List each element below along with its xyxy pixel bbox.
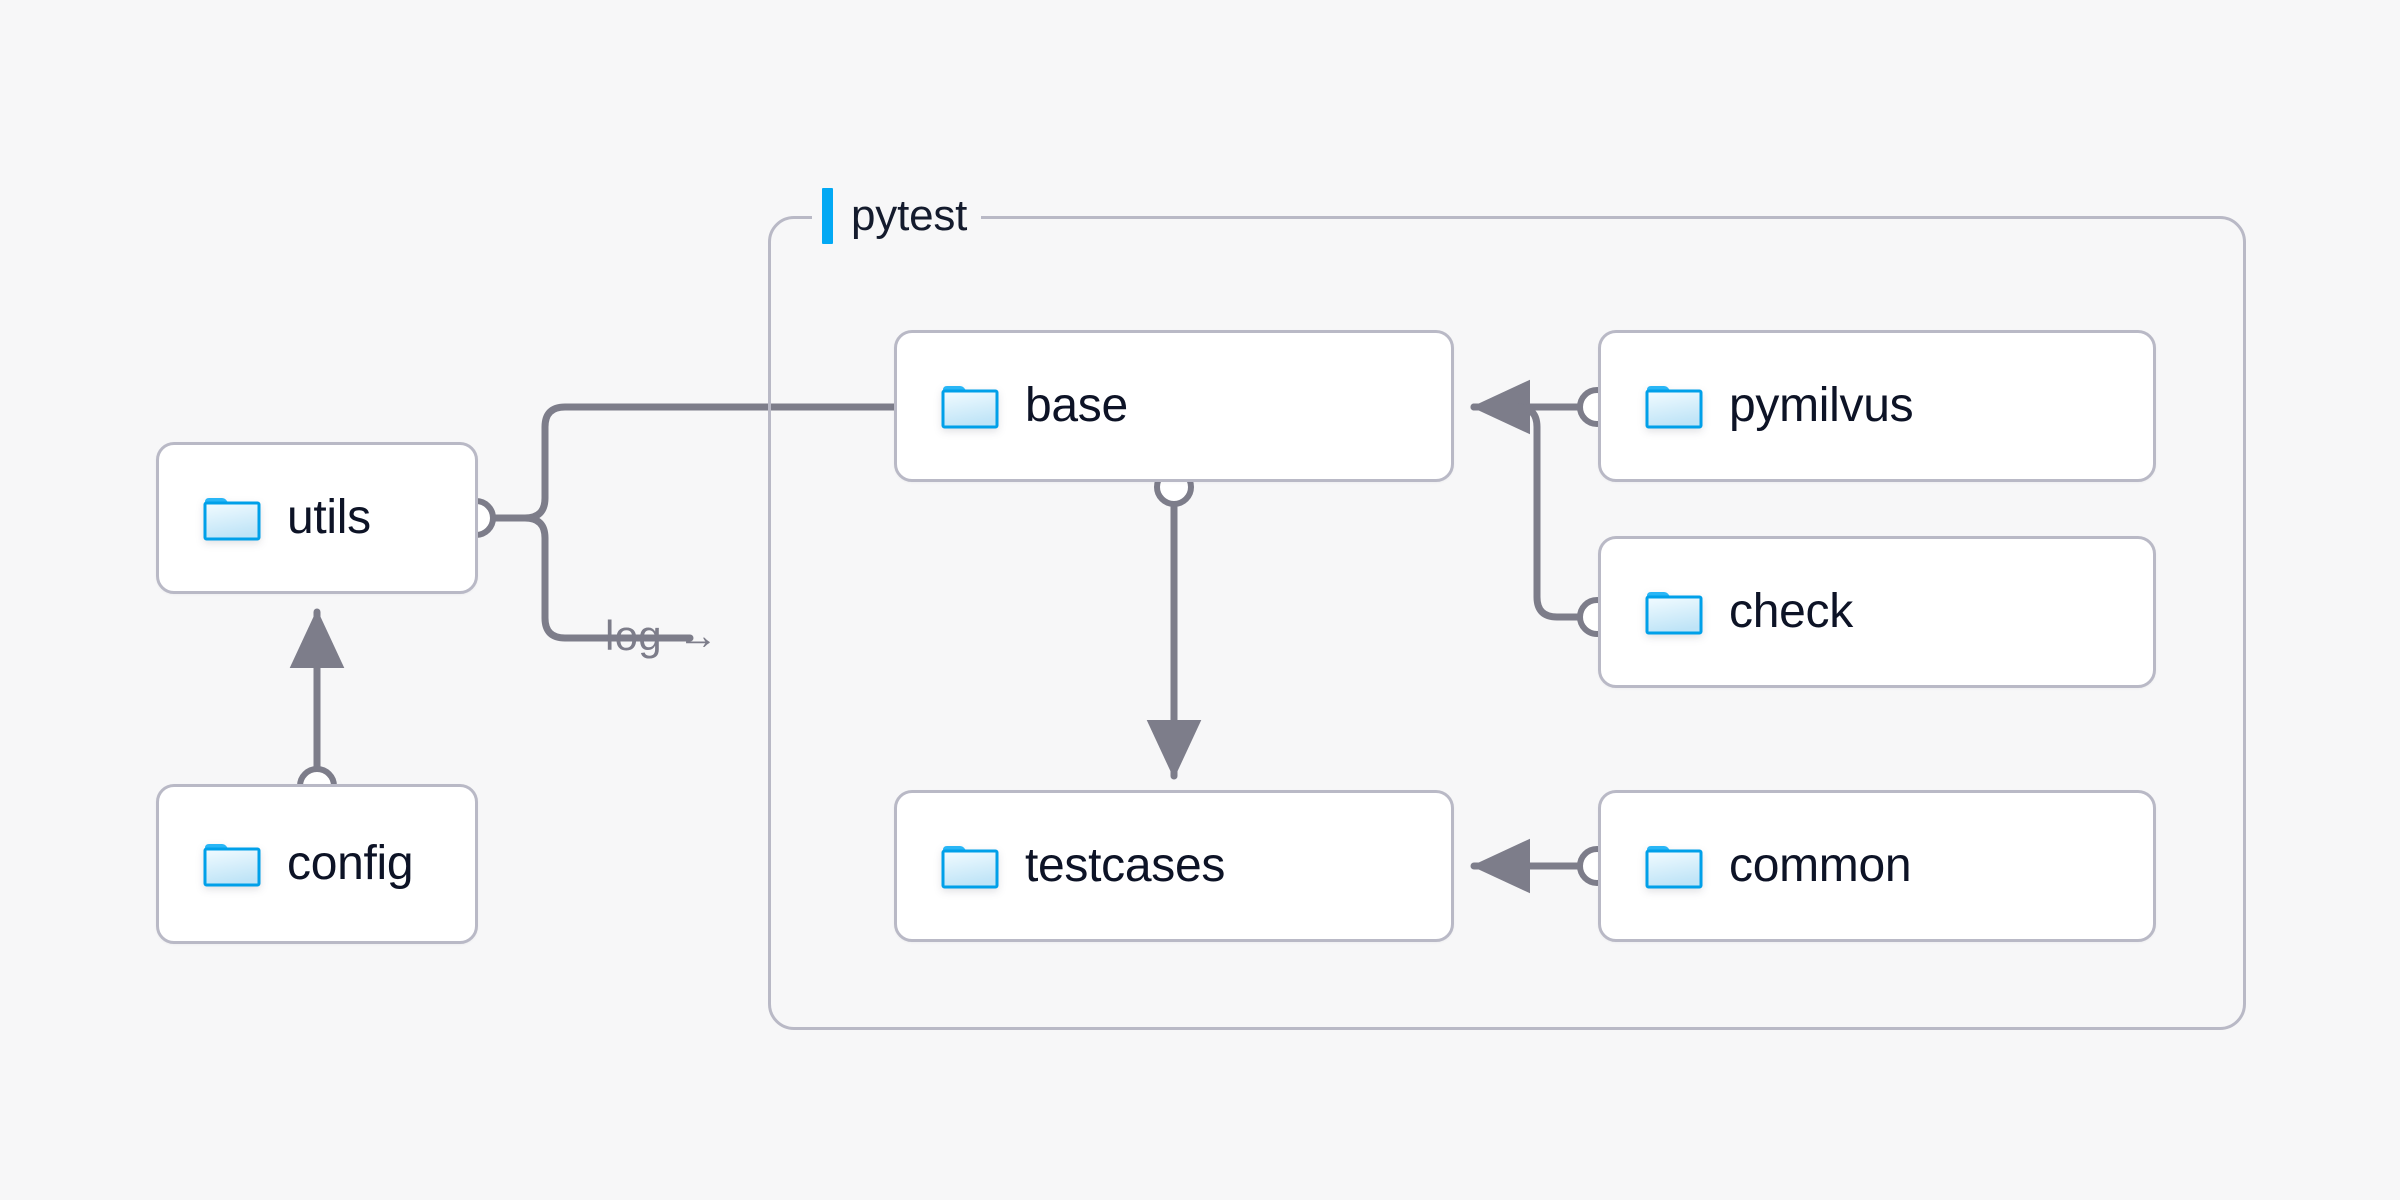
node-label: testcases bbox=[1025, 839, 1226, 892]
node-label: utils bbox=[287, 491, 371, 544]
group-label-pytest: pytest bbox=[812, 187, 982, 245]
node-base[interactable]: base bbox=[894, 330, 1454, 482]
group-title-text: pytest bbox=[851, 191, 968, 240]
folder-icon bbox=[941, 842, 999, 890]
node-check[interactable]: check bbox=[1598, 536, 2156, 688]
edge-label-log-text: log bbox=[605, 612, 662, 659]
group-accent-bar bbox=[822, 188, 833, 244]
node-pymilvus[interactable]: pymilvus bbox=[1598, 330, 2156, 482]
group-container-pytest bbox=[768, 216, 2246, 1030]
folder-icon bbox=[1645, 588, 1703, 636]
folder-icon bbox=[203, 494, 261, 542]
node-label: config bbox=[287, 837, 414, 890]
node-label: pymilvus bbox=[1729, 379, 1914, 432]
node-label: common bbox=[1729, 839, 1912, 892]
edge-label-log: log → bbox=[605, 615, 718, 657]
folder-icon bbox=[1645, 842, 1703, 890]
node-utils[interactable]: utils bbox=[156, 442, 478, 594]
arrow-right-icon: → bbox=[677, 614, 719, 658]
node-common[interactable]: common bbox=[1598, 790, 2156, 942]
folder-icon bbox=[1645, 382, 1703, 430]
folder-icon bbox=[941, 382, 999, 430]
node-label: base bbox=[1025, 379, 1128, 432]
node-config[interactable]: config bbox=[156, 784, 478, 944]
node-label: check bbox=[1729, 585, 1853, 638]
node-testcases[interactable]: testcases bbox=[894, 790, 1454, 942]
folder-icon bbox=[203, 840, 261, 888]
